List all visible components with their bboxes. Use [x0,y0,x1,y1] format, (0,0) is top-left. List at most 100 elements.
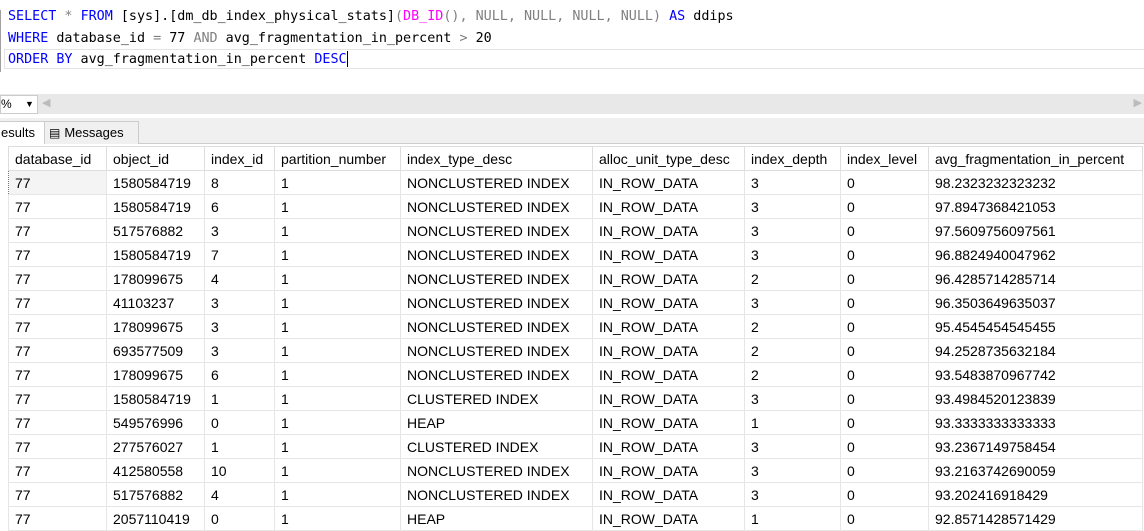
cell-index-id[interactable]: 10 [204,458,275,483]
cell-index-level[interactable]: 0 [840,458,929,483]
column-header-avg-fragmentation-in-percent[interactable]: avg_fragmentation_in_percent [928,146,1143,171]
cell-index-depth[interactable]: 3 [744,434,841,459]
cell-index-depth[interactable]: 3 [744,482,841,507]
column-header-index-id[interactable]: index_id [204,146,275,171]
cell-object-id[interactable]: 1580584719 [106,386,205,411]
cell-database-id[interactable]: 77 [8,218,107,243]
cell-index-depth[interactable]: 3 [744,458,841,483]
cell-object-id[interactable]: 1580584719 [106,170,205,195]
cell-index-level[interactable]: 0 [840,482,929,507]
cell-index-type-desc[interactable]: HEAP [400,410,593,435]
cell-partition-number[interactable]: 1 [274,194,401,219]
cell-alloc-unit-type-desc[interactable]: IN_ROW_DATA [592,242,745,267]
cell-index-id[interactable]: 6 [204,362,275,387]
cell-avg-fragmentation-in-percent[interactable]: 96.8824940047962 [928,242,1143,267]
cell-index-type-desc[interactable]: NONCLUSTERED INDEX [400,458,593,483]
cell-object-id[interactable]: 412580558 [106,458,205,483]
cell-index-type-desc[interactable]: NONCLUSTERED INDEX [400,338,593,363]
cell-avg-fragmentation-in-percent[interactable]: 93.3333333333333 [928,410,1143,435]
query-editor[interactable]: SELECT * FROM [sys].[dm_db_index_physica… [0,0,1144,92]
cell-alloc-unit-type-desc[interactable]: IN_ROW_DATA [592,362,745,387]
cell-object-id[interactable]: 517576882 [106,218,205,243]
cell-alloc-unit-type-desc[interactable]: IN_ROW_DATA [592,338,745,363]
cell-object-id[interactable]: 178099675 [106,266,205,291]
cell-alloc-unit-type-desc[interactable]: IN_ROW_DATA [592,290,745,315]
cell-object-id[interactable]: 1580584719 [106,194,205,219]
cell-index-type-desc[interactable]: CLUSTERED INDEX [400,386,593,411]
cell-database-id[interactable]: 77 [8,434,107,459]
cell-index-depth[interactable]: 3 [744,242,841,267]
cell-alloc-unit-type-desc[interactable]: IN_ROW_DATA [592,314,745,339]
cell-partition-number[interactable]: 1 [274,338,401,363]
cell-object-id[interactable]: 41103237 [106,290,205,315]
cell-index-id[interactable]: 0 [204,410,275,435]
cell-index-type-desc[interactable]: NONCLUSTERED INDEX [400,314,593,339]
cell-index-type-desc[interactable]: NONCLUSTERED INDEX [400,170,593,195]
tab-messages[interactable]: ▤Messages [44,121,139,144]
cell-index-id[interactable]: 6 [204,194,275,219]
cell-index-level[interactable]: 0 [840,410,929,435]
cell-alloc-unit-type-desc[interactable]: IN_ROW_DATA [592,458,745,483]
cell-partition-number[interactable]: 1 [274,386,401,411]
cell-database-id[interactable]: 77 [8,458,107,483]
scroll-right-icon[interactable]: ▶ [1133,97,1142,109]
cell-object-id[interactable]: 549576996 [106,410,205,435]
cell-object-id[interactable]: 1580584719 [106,242,205,267]
cell-index-level[interactable]: 0 [840,386,929,411]
column-header-index-level[interactable]: index_level [840,146,929,171]
cell-partition-number[interactable]: 1 [274,410,401,435]
cell-index-level[interactable]: 0 [840,362,929,387]
cell-index-depth[interactable]: 3 [744,170,841,195]
column-header-database-id[interactable]: database_id [8,146,107,171]
cell-partition-number[interactable]: 1 [274,266,401,291]
cell-alloc-unit-type-desc[interactable]: IN_ROW_DATA [592,410,745,435]
cell-index-id[interactable]: 7 [204,242,275,267]
cell-alloc-unit-type-desc[interactable]: IN_ROW_DATA [592,170,745,195]
cell-avg-fragmentation-in-percent[interactable]: 93.5483870967742 [928,362,1143,387]
cell-partition-number[interactable]: 1 [274,362,401,387]
cell-alloc-unit-type-desc[interactable]: IN_ROW_DATA [592,266,745,291]
cell-avg-fragmentation-in-percent[interactable]: 95.4545454545455 [928,314,1143,339]
cell-avg-fragmentation-in-percent[interactable]: 97.5609756097561 [928,218,1143,243]
cell-index-id[interactable]: 3 [204,218,275,243]
cell-partition-number[interactable]: 1 [274,482,401,507]
cell-index-depth[interactable]: 3 [744,290,841,315]
cell-index-type-desc[interactable]: NONCLUSTERED INDEX [400,242,593,267]
cell-avg-fragmentation-in-percent[interactable]: 94.2528735632184 [928,338,1143,363]
column-header-index-type-desc[interactable]: index_type_desc [400,146,593,171]
column-header-index-depth[interactable]: index_depth [744,146,841,171]
cell-alloc-unit-type-desc[interactable]: IN_ROW_DATA [592,386,745,411]
cell-index-id[interactable]: 3 [204,290,275,315]
cell-alloc-unit-type-desc[interactable]: IN_ROW_DATA [592,194,745,219]
cell-index-level[interactable]: 0 [840,314,929,339]
cell-partition-number[interactable]: 1 [274,242,401,267]
cell-index-id[interactable]: 4 [204,266,275,291]
cell-database-id[interactable]: 77 [8,482,107,507]
cell-partition-number[interactable]: 1 [274,458,401,483]
cell-database-id[interactable]: 77 [8,266,107,291]
cell-index-level[interactable]: 0 [840,338,929,363]
cell-database-id[interactable]: 77 [8,386,107,411]
cell-database-id[interactable]: 77 [8,170,107,195]
cell-index-depth[interactable]: 3 [744,218,841,243]
cell-index-id[interactable]: 1 [204,434,275,459]
cell-index-level[interactable]: 0 [840,218,929,243]
cell-index-depth[interactable]: 3 [744,194,841,219]
cell-avg-fragmentation-in-percent[interactable]: 93.2367149758454 [928,434,1143,459]
cell-index-level[interactable]: 0 [840,170,929,195]
cell-avg-fragmentation-in-percent[interactable]: 98.2323232323232 [928,170,1143,195]
cell-database-id[interactable]: 77 [8,194,107,219]
cell-object-id[interactable]: 277576027 [106,434,205,459]
cell-index-level[interactable]: 0 [840,290,929,315]
cell-object-id[interactable]: 517576882 [106,482,205,507]
cell-index-type-desc[interactable]: NONCLUSTERED INDEX [400,290,593,315]
cell-object-id[interactable]: 2057110419 [106,506,205,531]
